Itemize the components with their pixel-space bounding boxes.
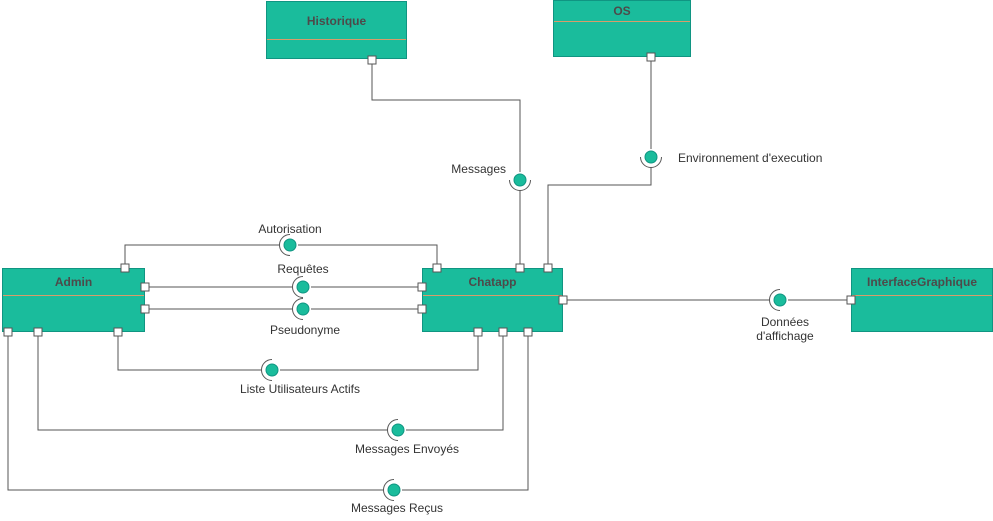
interface-symbol-messages bbox=[509, 172, 531, 191]
port-admin-bottom-1 bbox=[3, 327, 13, 337]
connector-admin-messages-envoyes-chatapp bbox=[37, 336, 504, 431]
port-admin-bottom-3 bbox=[113, 327, 123, 337]
port-chatapp-bottom-2 bbox=[498, 327, 508, 337]
component-interface-graphique-title: InterfaceGraphique bbox=[852, 269, 992, 296]
interface-symbol-pseudonyme bbox=[292, 298, 311, 320]
port-admin-top bbox=[120, 263, 130, 273]
interface-label-messages: Messages bbox=[451, 162, 506, 176]
component-os: OS bbox=[553, 0, 691, 57]
interface-symbol-liste-utilisateurs bbox=[261, 359, 280, 381]
interface-symbol-messages-recus bbox=[383, 479, 402, 501]
interface-label-messages-envoyes: Messages Envoyés bbox=[354, 442, 460, 456]
component-os-title: OS bbox=[554, 1, 690, 22]
interface-symbol-autorisation bbox=[279, 234, 298, 256]
connector-admin-messages-recus-chatapp bbox=[7, 336, 529, 491]
interface-label-donnees-affichage: Données d'affichage bbox=[756, 315, 814, 343]
port-chatapp-right bbox=[558, 295, 568, 305]
interface-label-autorisation: Autorisation bbox=[258, 222, 322, 236]
interface-label-messages-recus: Messages Reçus bbox=[350, 501, 444, 515]
port-interface-graphique-left bbox=[846, 295, 856, 305]
port-squares bbox=[3, 52, 856, 337]
component-admin-title: Admin bbox=[3, 269, 144, 296]
port-historique-bottom bbox=[367, 55, 377, 65]
connector-admin-autorisation-chatapp bbox=[124, 244, 438, 264]
port-chatapp-bottom-1 bbox=[473, 327, 483, 337]
interface-label-liste-utilisateurs: Liste Utilisateurs Actifs bbox=[239, 382, 361, 396]
port-chatapp-top-2 bbox=[515, 263, 525, 273]
component-admin: Admin bbox=[2, 268, 145, 332]
interface-symbol-environnement bbox=[640, 149, 662, 168]
interface-symbol-donnees-affichage bbox=[769, 289, 788, 311]
component-chatapp: Chatapp bbox=[422, 268, 563, 332]
port-chatapp-top-3 bbox=[543, 263, 553, 273]
port-admin-right-2 bbox=[140, 304, 150, 314]
port-admin-right-1 bbox=[140, 282, 150, 292]
port-chatapp-top-1 bbox=[432, 263, 442, 273]
connector-historique-messages-chatapp bbox=[371, 64, 521, 264]
interface-label-requetes: Requêtes bbox=[277, 262, 329, 276]
component-chatapp-title: Chatapp bbox=[423, 269, 562, 296]
port-chatapp-bottom-3 bbox=[523, 327, 533, 337]
connector-admin-liste-utilisateurs-chatapp bbox=[117, 336, 479, 371]
interface-label-pseudonyme: Pseudonyme bbox=[269, 323, 341, 337]
interface-symbol-requetes bbox=[292, 276, 311, 298]
connector-os-environnement-chatapp bbox=[547, 61, 652, 264]
port-admin-bottom-2 bbox=[33, 327, 43, 337]
interface-symbol-messages-envoyes bbox=[387, 419, 406, 441]
interface-label-environnement: Environnement d'execution bbox=[678, 151, 823, 165]
port-os-bottom bbox=[646, 52, 656, 62]
port-chatapp-left-1 bbox=[417, 282, 427, 292]
component-historique-title: Historique bbox=[267, 2, 406, 40]
port-chatapp-left-2 bbox=[417, 304, 427, 314]
component-historique: Historique bbox=[266, 1, 407, 59]
